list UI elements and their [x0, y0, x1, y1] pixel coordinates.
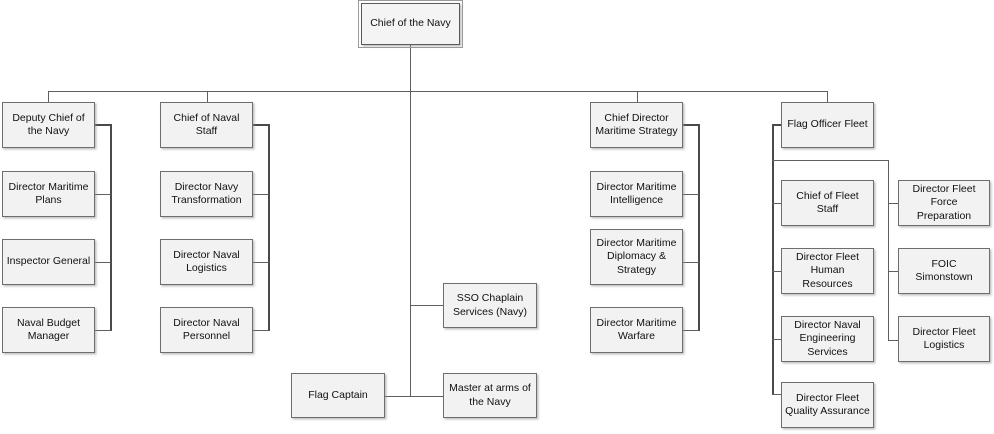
connector-col2-spine [268, 124, 270, 331]
node-sso-chaplain-services-navy[interactable]: SSO Chaplain Services (Navy) [443, 283, 537, 328]
connector-col1-tap-1 [95, 194, 111, 195]
node-chief-of-the-navy[interactable]: Chief of the Navy [358, 0, 463, 48]
node-chief-director-maritime-strategy[interactable]: Chief Director Maritime Strategy [590, 102, 683, 148]
node-flag-officer-fleet[interactable]: Flag Officer Fleet [781, 102, 874, 148]
node-label: Flag Captain [308, 388, 368, 401]
connector-col2-tap-3 [253, 330, 269, 331]
node-director-fleet-quality-assurance[interactable]: Director Fleet Quality Assurance [781, 382, 874, 428]
node-label: Flag Officer Fleet [787, 118, 868, 131]
node-chief-of-fleet-staff[interactable]: Chief of Fleet Staff [781, 180, 874, 226]
node-label: Director Maritime Plans [8, 180, 89, 206]
node-director-navy-transformation[interactable]: Director Navy Transformation [160, 171, 253, 217]
node-label: Director Maritime Intelligence [596, 180, 677, 206]
connector-center-to-chaplain [410, 305, 443, 306]
connector-col5-spine [888, 160, 889, 341]
node-director-fleet-logistics[interactable]: Director Fleet Logistics [898, 316, 990, 362]
node-label: Director Fleet Force Preparation [912, 183, 976, 222]
node-inspector-general[interactable]: Inspector General [2, 239, 95, 285]
connector-col4-tap-3 [772, 339, 788, 340]
connector-col4-tap-2 [772, 271, 788, 272]
node-label: Director Fleet Human Resources [795, 251, 859, 290]
node-label: Chief Director Maritime Strategy [595, 111, 678, 137]
connector-drop-col1 [48, 91, 49, 102]
connector-col4-tap-4 [772, 394, 788, 395]
connector-top-bar [48, 91, 827, 92]
node-master-at-arms-of-the-navy[interactable]: Master at arms of the Navy [443, 373, 537, 418]
node-deputy-chief-of-the-navy[interactable]: Deputy Chief of the Navy [2, 102, 95, 148]
node-label: Director Fleet Logistics [912, 325, 976, 351]
node-label: Chief of the Navy [370, 17, 451, 30]
connector-center-to-flag-captain [385, 396, 410, 397]
node-director-maritime-diplomacy-strategy[interactable]: Director Maritime Diplomacy & Strategy [590, 229, 683, 285]
node-label: Director Naval Logistics [173, 248, 240, 274]
node-director-naval-logistics[interactable]: Director Naval Logistics [160, 239, 253, 285]
connector-center-to-master-at-arms [410, 396, 443, 397]
connector-col1-tap-2 [95, 262, 111, 263]
node-director-naval-personnel[interactable]: Director Naval Personnel [160, 307, 253, 353]
connector-drop-col2 [207, 91, 208, 102]
node-director-naval-engineering-services[interactable]: Director Naval Engineering Services [781, 316, 874, 362]
node-director-maritime-intelligence[interactable]: Director Maritime Intelligence [590, 171, 683, 217]
node-label: Naval Budget Manager [16, 316, 81, 342]
connector-fleet-bridge [772, 160, 889, 161]
node-label: Chief of Naval Staff [173, 111, 240, 137]
connector-col3-tap-2 [683, 262, 699, 263]
connector-col5-tap-3 [888, 340, 899, 341]
connector-col5-tap-1 [888, 203, 899, 204]
node-director-maritime-warfare[interactable]: Director Maritime Warfare [590, 307, 683, 353]
node-label: Chief of Fleet Staff [796, 189, 859, 215]
node-foic-simonstown[interactable]: FOIC Simonstown [898, 248, 990, 294]
node-director-maritime-plans[interactable]: Director Maritime Plans [2, 171, 95, 217]
connector-col3-tap-1 [683, 194, 699, 195]
node-flag-captain[interactable]: Flag Captain [291, 373, 385, 418]
connector-col3-tap-3 [683, 330, 699, 331]
connector-col2-tap-2 [253, 262, 269, 263]
node-director-fleet-human-resources[interactable]: Director Fleet Human Resources [781, 248, 874, 294]
node-label: Director Naval Personnel [173, 316, 240, 342]
node-label: Deputy Chief of the Navy [12, 111, 85, 137]
node-director-fleet-force-preparation[interactable]: Director Fleet Force Preparation [898, 180, 990, 226]
connector-col4-head-tap [772, 124, 788, 126]
connector-col4-spine [772, 124, 774, 394]
connector-root-stem [410, 45, 411, 92]
connector-col1-head-tap [95, 124, 111, 126]
node-chief-of-naval-staff[interactable]: Chief of Naval Staff [160, 102, 253, 148]
node-naval-budget-manager[interactable]: Naval Budget Manager [2, 307, 95, 353]
node-label: Director Maritime Diplomacy & Strategy [596, 237, 677, 276]
node-label: Master at arms of the Navy [449, 382, 531, 408]
node-label: Director Naval Engineering Services [794, 319, 861, 358]
connector-col1-spine [110, 124, 112, 331]
connector-col3-spine [698, 124, 700, 331]
connector-col2-head-tap [253, 124, 269, 126]
node-label: Director Maritime Warfare [596, 316, 677, 342]
connector-col1-tap-3 [95, 330, 111, 331]
node-label: Director Fleet Quality Assurance [785, 391, 870, 417]
connector-drop-col3 [637, 91, 638, 102]
connector-col3-head-tap [683, 124, 699, 126]
connector-drop-col4 [827, 91, 828, 102]
connector-center-spine [410, 91, 411, 397]
node-label: FOIC Simonstown [915, 257, 973, 283]
node-label: Director Navy Transformation [171, 180, 242, 206]
connector-col2-tap-1 [253, 194, 269, 195]
connector-col5-tap-2 [888, 271, 899, 272]
node-label: Inspector General [6, 255, 91, 268]
connector-col4-tap-1 [772, 203, 788, 204]
node-label: SSO Chaplain Services (Navy) [452, 292, 528, 318]
